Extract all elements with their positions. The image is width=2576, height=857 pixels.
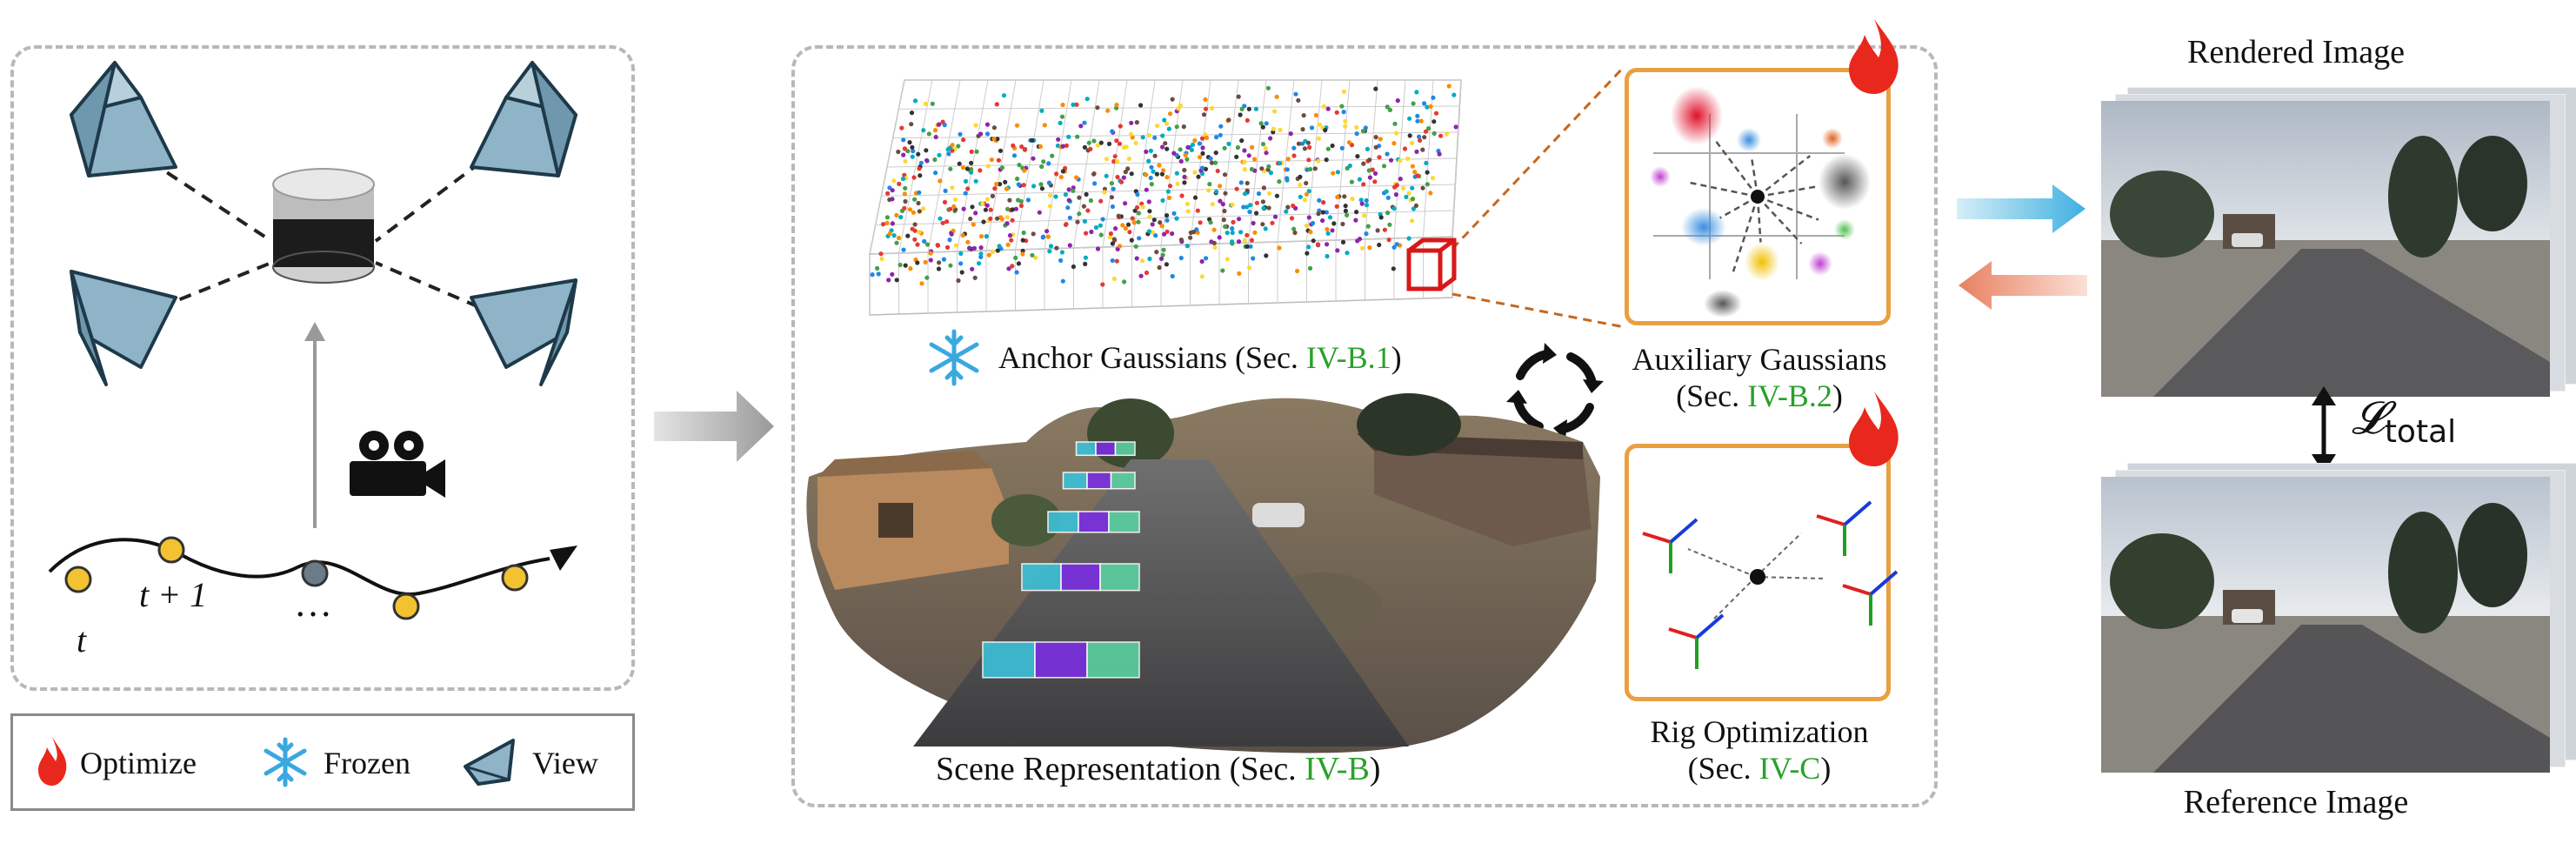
rig-optimization-diagram (1642, 500, 1899, 669)
anchor-snowflake-icon (929, 329, 979, 386)
trajectory-label-t: t (77, 620, 87, 659)
rendered-image-title: Rendered Image (2186, 34, 2406, 70)
rig-optimization-label: Rig Optimization (Sec. IV-C) (1650, 714, 1869, 786)
anchor-gaussians-grid (869, 79, 1462, 316)
legend-optimize-label: Optimize (80, 746, 197, 780)
trajectory-label-ellipsis: … (294, 582, 332, 625)
reference-street-image (2101, 477, 2550, 773)
lidar-sensor-icon (272, 168, 375, 284)
anchor-gaussians-label: Anchor Gaussians (Sec. IV-B.1) (998, 340, 1402, 375)
loss-total-label: 𝓛total (2352, 394, 2457, 450)
loss-double-arrow-icon (2312, 386, 2336, 473)
view-frustum-icons (70, 61, 577, 386)
video-camera-icon (350, 431, 445, 498)
legend-snowflake-icon (264, 737, 307, 787)
scene-representation-label: Scene Representation (Sec. IV-B) (936, 751, 1381, 787)
trajectory-label-t-plus-1: t + 1 (139, 575, 208, 614)
rendered-street-image (2101, 101, 2550, 397)
gradient-backward-arrow-icon (1959, 261, 2087, 310)
iteration-cycle-icon (1506, 343, 1604, 440)
scene-representation-panel (791, 45, 1938, 807)
legend (10, 713, 635, 811)
legend-view-icon (464, 739, 515, 786)
render-forward-arrow-icon (1957, 184, 2085, 233)
reference-image-stack (2101, 463, 2576, 776)
reference-image-title: Reference Image (2183, 784, 2409, 820)
zoom-connectors (1406, 64, 1626, 329)
auxiliary-optimize-flame-icon (1849, 19, 1899, 94)
auxiliary-gaussians-label: Auxiliary Gaussians (Sec. IV-B.2) (1632, 342, 1887, 413)
rig-optimize-flame-icon (1849, 392, 1899, 466)
legend-frozen-label: Frozen (324, 746, 410, 780)
scene-reconstruction-image (806, 393, 1600, 753)
auxiliary-gaussians-diagram (1650, 86, 1871, 318)
rig-setup-panel (10, 45, 635, 691)
flow-arrow-right-icon (654, 391, 774, 462)
legend-optimize-icon (38, 737, 67, 786)
camera-rig-diagram (48, 61, 577, 620)
rendered-image-stack (2101, 87, 2576, 400)
legend-view-label: View (532, 746, 598, 780)
